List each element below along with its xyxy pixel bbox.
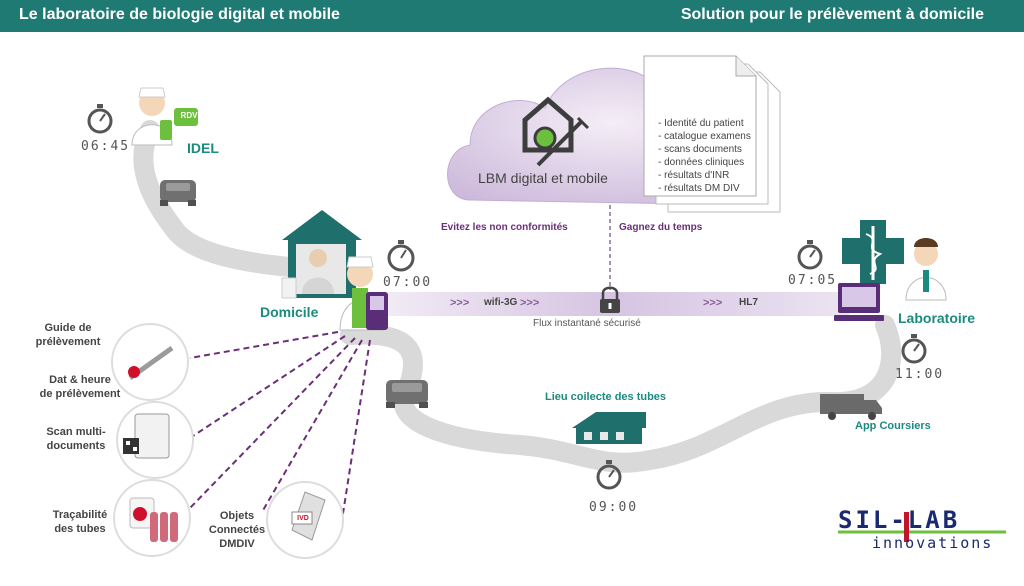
document-items-list: - Identité du patient - catalogue examen… xyxy=(658,117,751,195)
padlock-icon xyxy=(600,286,620,313)
laboratory-caduceus-icon xyxy=(842,220,904,284)
feature-link-lines xyxy=(189,331,371,521)
benefit-non-conformites: Evitez les non conformités xyxy=(441,222,568,233)
domicile-nurse-icon xyxy=(339,256,388,331)
document-item: - Identité du patient xyxy=(658,118,744,129)
feature-circle-tracabilite xyxy=(113,479,191,557)
feature-label-dmdiv: Objets Connectés DMDIV xyxy=(208,510,266,550)
document-item: - données cliniques xyxy=(658,157,745,168)
logo-sil-lab-text: SIL-LAB xyxy=(838,506,961,534)
feature-circle-dmdiv xyxy=(266,481,344,559)
stopwatch-domicile-icon xyxy=(387,240,415,272)
feature-label-tracabilite: Traçabilité des tubes xyxy=(52,509,108,535)
car-icon-idel xyxy=(160,180,196,206)
logo-innovations-text: innovations xyxy=(872,534,994,552)
time-idel: 06:45 xyxy=(81,139,131,154)
idel-nurse-icon xyxy=(131,87,198,146)
document-stack-icon xyxy=(643,55,781,213)
flux-secure-label: Flux instantané sécurisé xyxy=(533,318,641,329)
feature-label-guide: Guide de prélèvement xyxy=(35,322,101,348)
feature-circle-guide xyxy=(111,323,189,401)
document-item: - résultats DM DIV xyxy=(658,183,740,194)
time-collecte: 09:00 xyxy=(589,500,639,515)
time-domicile: 07:00 xyxy=(383,275,433,290)
feature-label-datetime: Dat & heure de prélèvement xyxy=(39,374,121,400)
header-left-title: Le laboratoire de biologie digital et mo… xyxy=(19,6,340,23)
idel-label: IDEL xyxy=(187,140,219,156)
lbm-house-syringe-icon xyxy=(522,96,590,167)
stopwatch-collecte-icon xyxy=(596,460,622,490)
laboratory-computer-icon xyxy=(834,283,884,321)
ivd-badge: IVD xyxy=(297,515,309,522)
time-laboratoire: 07:05 xyxy=(788,273,838,288)
domicile-house-icon xyxy=(281,210,362,299)
header-right-title: Solution pour le prélèvement à domicile xyxy=(680,6,984,23)
car-icon-collecte xyxy=(386,380,428,408)
courier-truck-icon xyxy=(820,394,882,420)
laboratoire-label: Laboratoire xyxy=(898,310,976,326)
feature-label-scan: Scan multi- documents xyxy=(46,426,106,452)
feature-circle-datetime xyxy=(116,401,194,479)
stopwatch-laboratoire-icon xyxy=(797,240,823,270)
stopwatch-lab-after-icon xyxy=(901,334,927,364)
document-item: - résultats d'INR xyxy=(658,170,730,181)
rdv-badge: RDV xyxy=(180,111,198,120)
protocol-hl7-label: HL7 xyxy=(739,297,758,308)
sil-lab-logo xyxy=(838,512,1006,542)
time-lab-after: 11:00 xyxy=(895,367,945,382)
flux-arrows-left: >>> xyxy=(450,297,470,309)
laboratory-doctor-icon xyxy=(905,238,947,301)
document-item: - scans documents xyxy=(658,144,742,155)
benefit-gagnez-temps: Gagnez du temps xyxy=(619,222,703,233)
document-item: - catalogue examens xyxy=(658,131,751,142)
app-coursiers-label: App Coursiers xyxy=(855,420,931,432)
protocol-wifi-label: wifi-3G xyxy=(484,297,518,308)
flux-arrows-right: >>> xyxy=(703,297,723,309)
header-bar: Le laboratoire de biologie digital et mo… xyxy=(0,0,1024,32)
collecte-building-icon xyxy=(572,412,646,444)
stopwatch-idel-icon xyxy=(87,104,113,134)
domicile-label: Domicile xyxy=(260,304,319,320)
collecte-label: Lieu coilecte des tubes xyxy=(545,391,667,403)
flux-arrows-mid: >>> xyxy=(520,297,540,309)
cloud-title: LBM digital et mobile xyxy=(478,170,608,186)
